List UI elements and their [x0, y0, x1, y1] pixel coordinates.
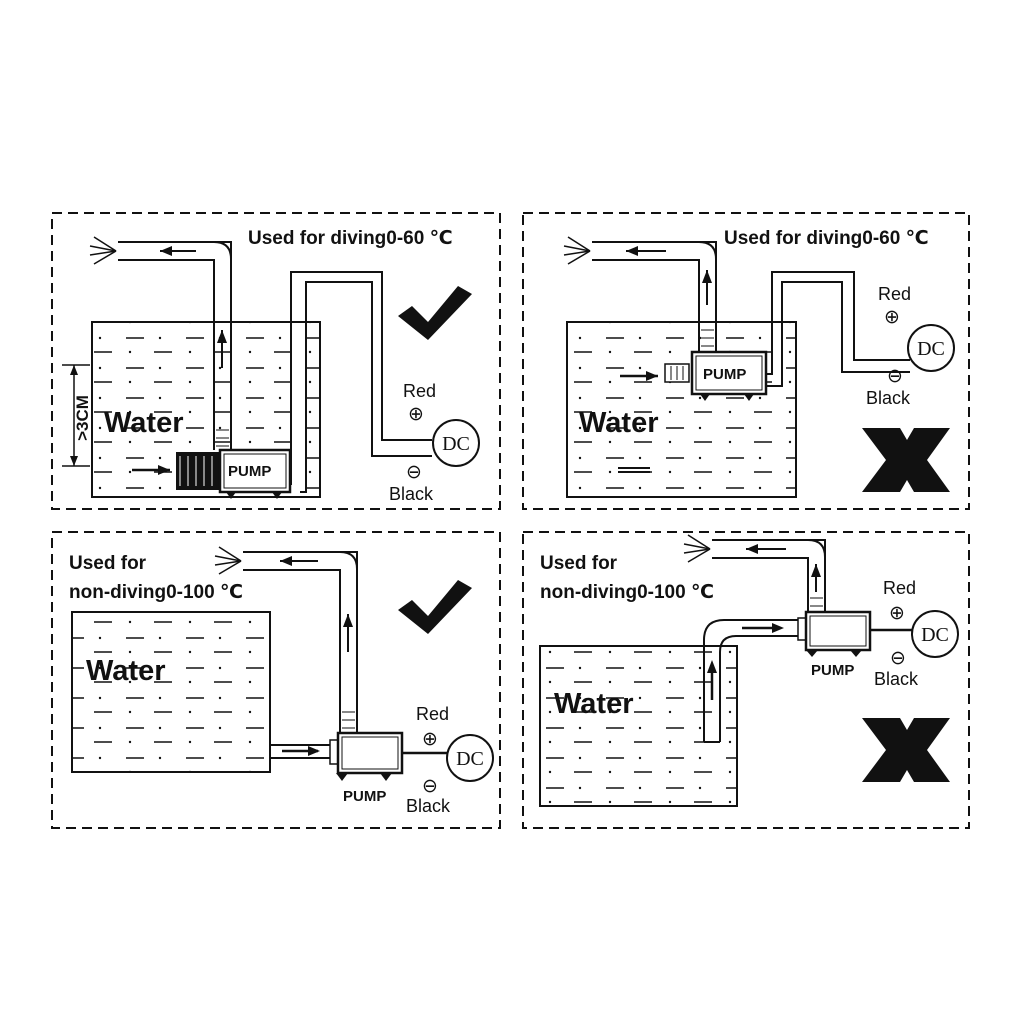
panel-border	[522, 212, 970, 510]
pump-unit: PUMP	[618, 350, 768, 473]
pump-unit: PUMP	[132, 448, 292, 499]
panel-non-diving-wrong: Used for non-diving0-100 ℃ Water	[522, 531, 970, 829]
dc-label: DC	[456, 748, 484, 770]
depth-dimension: >3CM	[62, 364, 92, 467]
red-wire-label: Red	[416, 704, 449, 724]
plus-terminal-icon: ⊕	[422, 729, 438, 750]
panel-non-diving-correct: Used for non-diving0-100 ℃ Water	[51, 531, 501, 829]
black-wire-label: Black	[866, 388, 911, 408]
cross-icon	[862, 718, 950, 782]
pump-unit: PUMP	[329, 731, 404, 805]
power-cable	[290, 271, 432, 493]
black-wire-label: Black	[874, 669, 919, 689]
panel-border	[51, 531, 501, 829]
water-spray-icon	[89, 236, 117, 265]
pump-label: PUMP	[811, 662, 854, 679]
water-spray-icon	[683, 534, 711, 563]
water-spray-icon	[563, 236, 591, 265]
plus-terminal-icon: ⊕	[884, 307, 900, 328]
pump-label: PUMP	[228, 463, 271, 480]
water-tank	[71, 611, 271, 773]
dc-power-source	[907, 324, 955, 372]
panel-heading: Used for diving0-60 ℃	[248, 228, 453, 249]
outlet-pipe	[243, 551, 358, 735]
dc-label: DC	[917, 338, 945, 360]
water-label: Water	[579, 407, 659, 439]
minus-terminal-icon: ⊖	[887, 366, 903, 387]
minus-terminal-icon: ⊖	[422, 776, 438, 797]
outlet-pipe	[118, 241, 232, 450]
panel-diving-wrong: Used for diving0-60 ℃ Water	[522, 212, 970, 510]
water-label: Water	[86, 655, 166, 687]
pump-label: PUMP	[343, 788, 386, 805]
depth-label: >3CM	[73, 395, 92, 441]
plus-terminal-icon: ⊕	[408, 404, 424, 425]
water-label: Water	[104, 407, 184, 439]
dc-label: DC	[921, 624, 949, 646]
panel-heading-line2: non-diving0-100 ℃	[540, 582, 714, 603]
dc-label: DC	[442, 433, 470, 455]
panel-diving-correct: Used for diving0-60 ℃ Water >3CM	[51, 212, 501, 510]
outlet-pipe	[592, 241, 717, 352]
panel-border	[522, 531, 970, 829]
panel-border	[51, 212, 501, 510]
check-icon	[398, 286, 472, 340]
panel-heading: Used for diving0-60 ℃	[724, 228, 929, 249]
minus-terminal-icon: ⊖	[890, 648, 906, 669]
black-wire-label: Black	[406, 796, 451, 816]
dc-power-source	[446, 734, 494, 782]
black-wire-label: Black	[389, 484, 434, 504]
water-label: Water	[554, 688, 634, 720]
red-wire-label: Red	[403, 381, 436, 401]
panel-heading-line2: non-diving0-100 ℃	[69, 582, 243, 603]
power-cable	[766, 271, 910, 387]
red-wire-label: Red	[878, 284, 911, 304]
water-tank	[539, 645, 738, 807]
outlet-pipe	[712, 539, 826, 612]
red-wire-label: Red	[883, 578, 916, 598]
inlet-pipe	[270, 744, 330, 759]
panel-heading-line1: Used for	[69, 553, 147, 574]
pump-label: PUMP	[703, 366, 746, 383]
inlet-pipe	[703, 619, 800, 743]
panel-heading-line1: Used for	[540, 553, 618, 574]
plus-terminal-icon: ⊕	[889, 603, 905, 624]
check-icon	[398, 580, 472, 634]
pump-unit: PUMP	[797, 610, 872, 679]
water-spray-icon	[214, 546, 242, 575]
cross-icon	[862, 428, 950, 492]
minus-terminal-icon: ⊖	[406, 462, 422, 483]
dc-power-source	[432, 419, 480, 467]
dc-power-source	[911, 610, 959, 658]
